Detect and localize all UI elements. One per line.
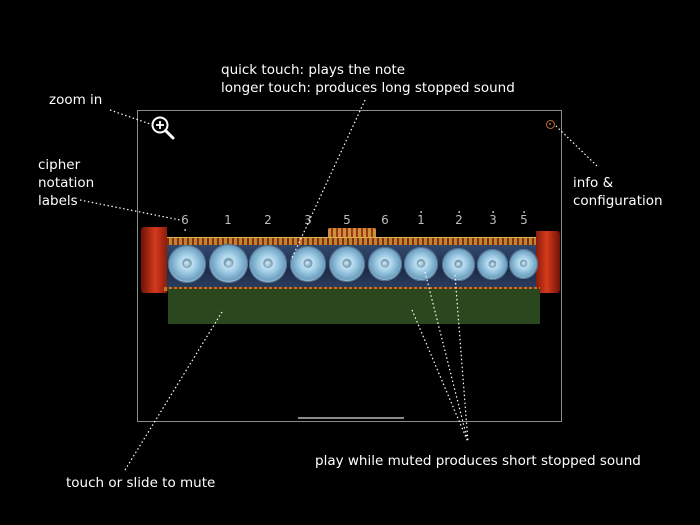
gong-key[interactable] [368,247,402,281]
muted-play-annotation: play while muted produces short stopped … [315,453,641,469]
cipher-labels-annotation-line-2: notation [38,175,95,191]
gong-key[interactable] [509,249,538,279]
frame-top-rail [164,237,540,245]
mute-annotation: touch or slide to mute [66,475,216,491]
cipher-label: 5 [343,213,351,227]
cipher-labels-annotation-line-1: cipher [38,157,81,173]
cipher-label: 6 [381,213,389,227]
gong-key[interactable] [209,244,248,283]
cipher-labels-annotation-line-3: labels [38,193,78,209]
mute-area[interactable] [168,289,540,324]
cipher-label: 1 [417,211,425,227]
gong-key[interactable] [249,245,287,283]
cipher-label: 3 [304,213,312,227]
cipher-label: 5 [520,211,528,227]
zoom-in-button[interactable] [150,115,176,141]
zoom-in-annotation: zoom in [49,92,103,108]
gong-key[interactable] [404,247,438,281]
gong-key[interactable] [477,249,508,280]
touch-annotation-line-1: quick touch: plays the note [221,62,406,78]
home-indicator [298,417,404,419]
info-annotation-line-2: configuration [573,193,663,209]
info-annotation-line-1: info & [573,175,614,191]
zoom-in-magnifier-icon [151,116,175,140]
gong-key[interactable] [168,245,206,283]
app-screen: 6 1 2 3 5 6 1 2 3 5 [137,110,562,422]
cipher-label: 2 [455,211,463,227]
frame-left-end [141,227,167,293]
gong-key[interactable] [329,246,365,282]
frame-right-end [536,231,560,293]
info-configuration-icon[interactable] [546,120,555,129]
gong-key[interactable] [442,248,475,281]
gong-key[interactable] [290,246,326,282]
cipher-label: 6 [181,213,189,231]
cipher-label: 1 [224,213,232,227]
cipher-label: 3 [489,211,497,227]
touch-annotation-line-2: longer touch: produces long stopped soun… [221,80,515,96]
cipher-label: 2 [264,213,272,227]
